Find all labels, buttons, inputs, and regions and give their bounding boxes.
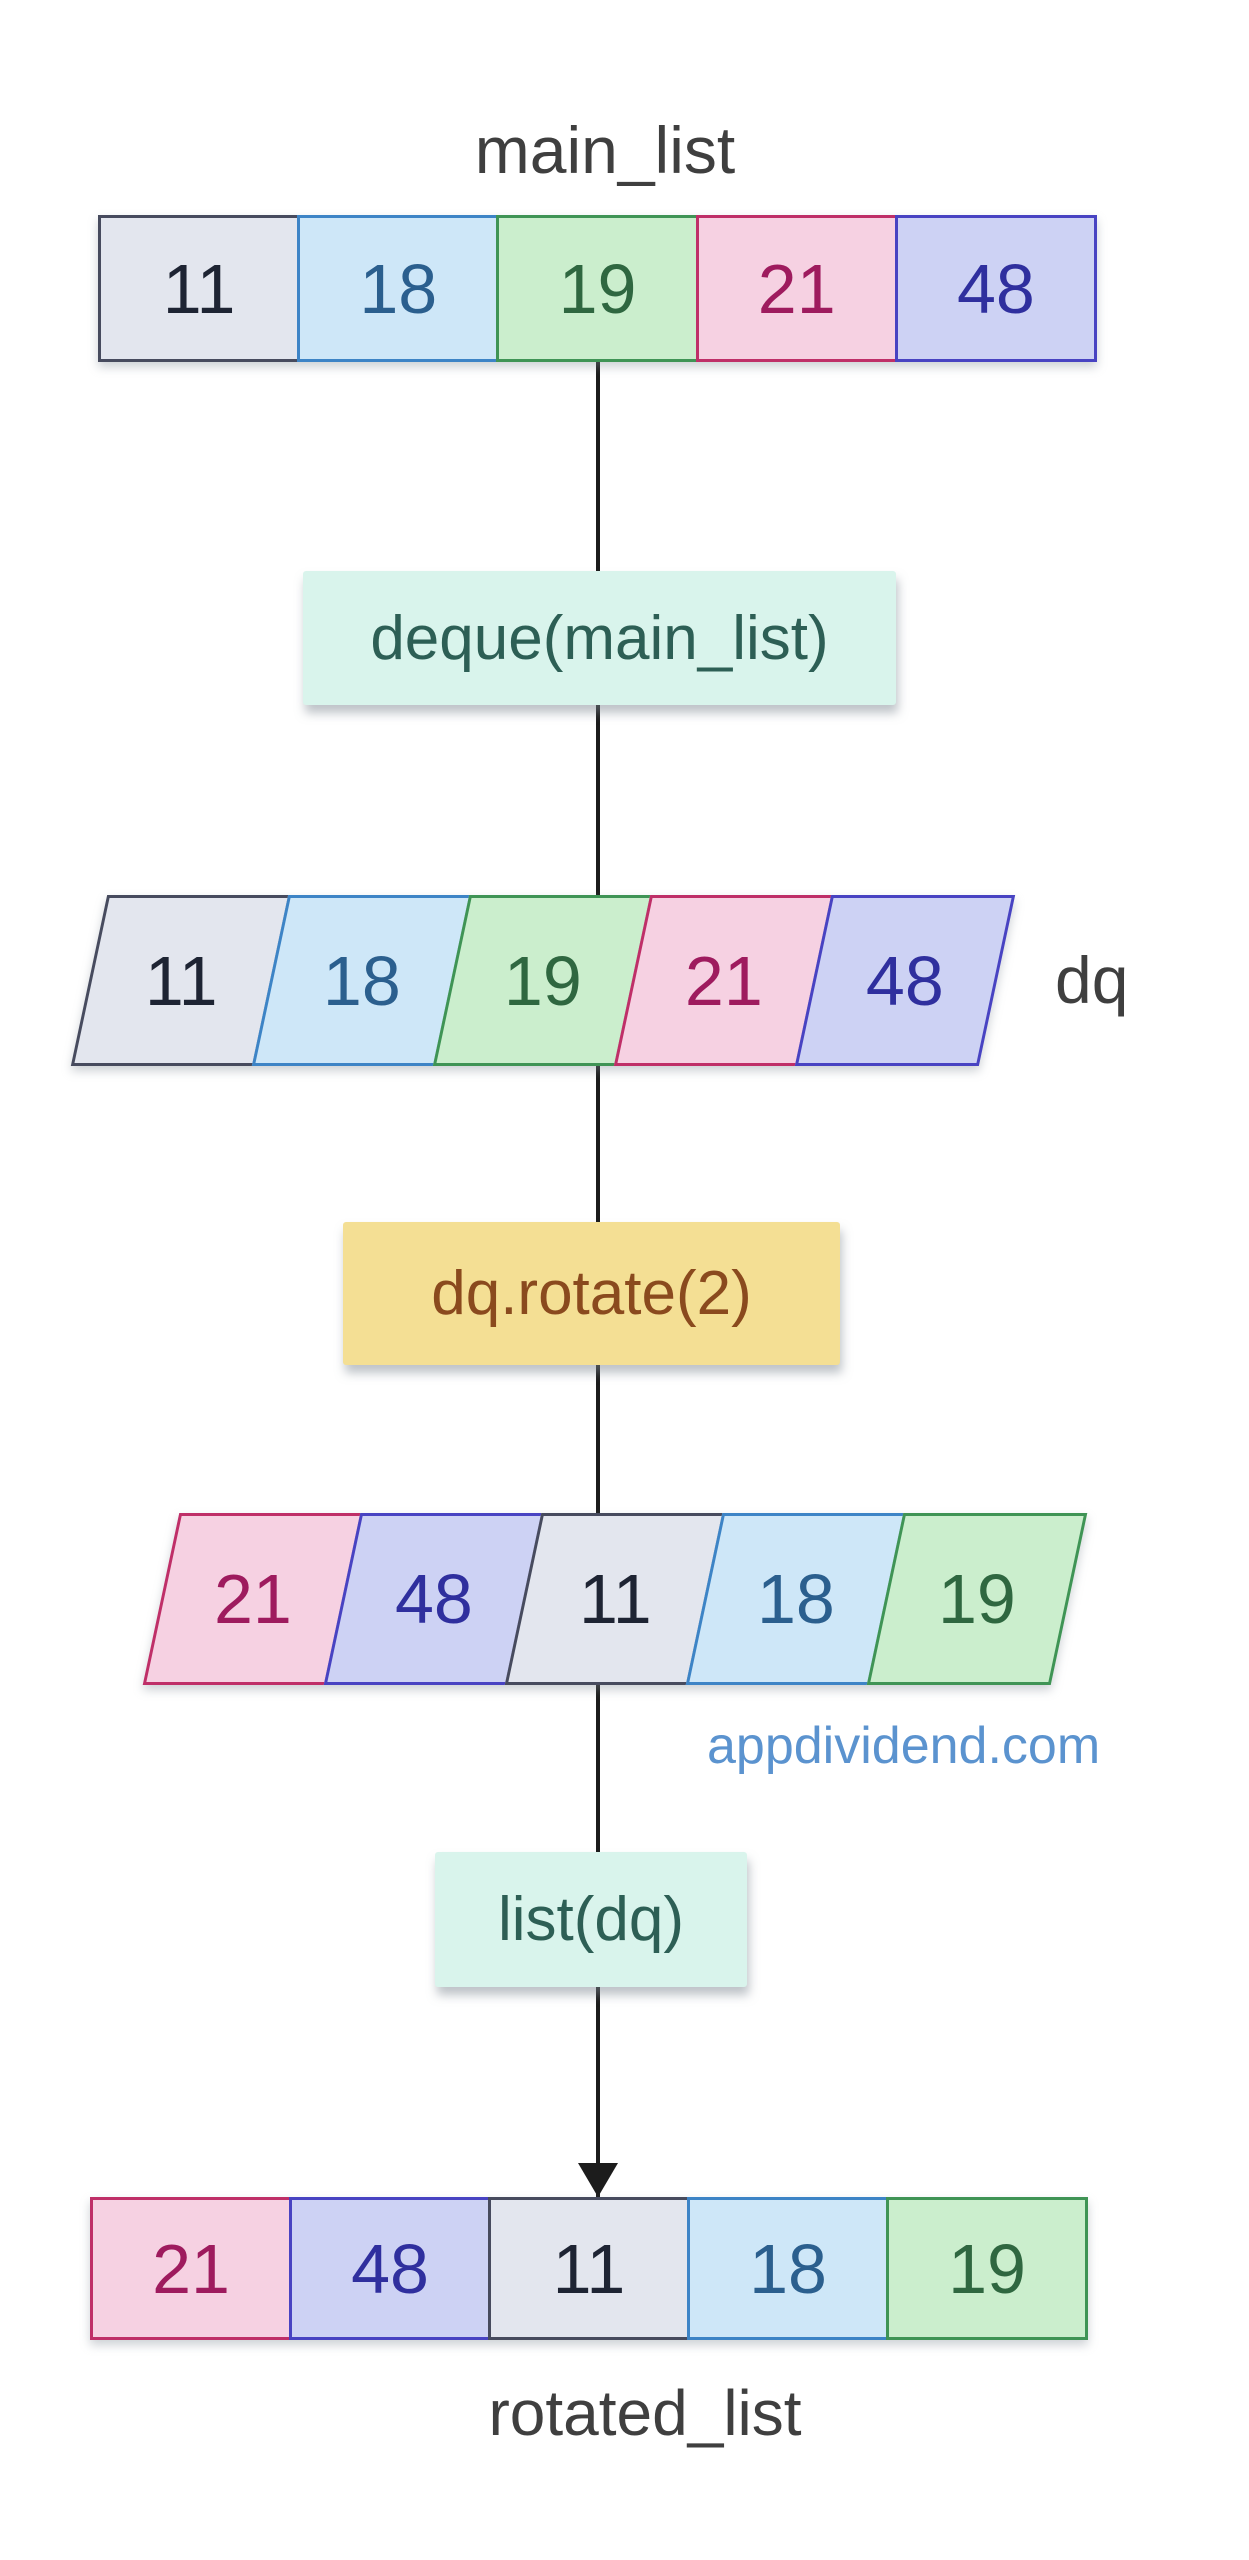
list-cell: 48 [894, 215, 1098, 362]
rotated-list-title: rotated_list [488, 2377, 802, 2449]
step-deque-label: deque(main_list) [370, 603, 829, 673]
main-list-title: main_list [474, 113, 736, 187]
list-cell: 21 [90, 2197, 292, 2340]
deque-row-dq: 11 18 19 21 48 [70, 895, 1016, 1066]
list-cell: 19 [886, 2197, 1088, 2340]
deque-cell: 19 [866, 1513, 1088, 1685]
step-list-label: list(dq) [497, 1885, 685, 1954]
arrowhead-down-icon [578, 2163, 618, 2197]
step-rotate-label: dq.rotate(2) [431, 1259, 752, 1328]
dq-label: dq [1055, 943, 1129, 1017]
deque-row-after-rotate: 21 48 11 18 19 [142, 1513, 1088, 1685]
step-list-box: list(dq) [435, 1852, 747, 1987]
list-cell: 21 [695, 215, 898, 362]
list-cell: 48 [289, 2197, 491, 2340]
list-cell: 18 [687, 2197, 889, 2340]
step-deque-box: deque(main_list) [303, 571, 896, 705]
watermark-text: appdividend.com [707, 1717, 1101, 1775]
list-row-main: 11 18 19 21 48 [98, 215, 1098, 362]
deque-cell: 48 [794, 895, 1016, 1066]
list-row-rotated: 21 48 11 18 19 [90, 2197, 1088, 2340]
list-cell: 11 [488, 2197, 690, 2340]
step-rotate-box: dq.rotate(2) [343, 1222, 840, 1365]
list-cell: 18 [297, 215, 500, 362]
list-cell: 11 [98, 215, 301, 362]
list-cell: 19 [496, 215, 699, 362]
